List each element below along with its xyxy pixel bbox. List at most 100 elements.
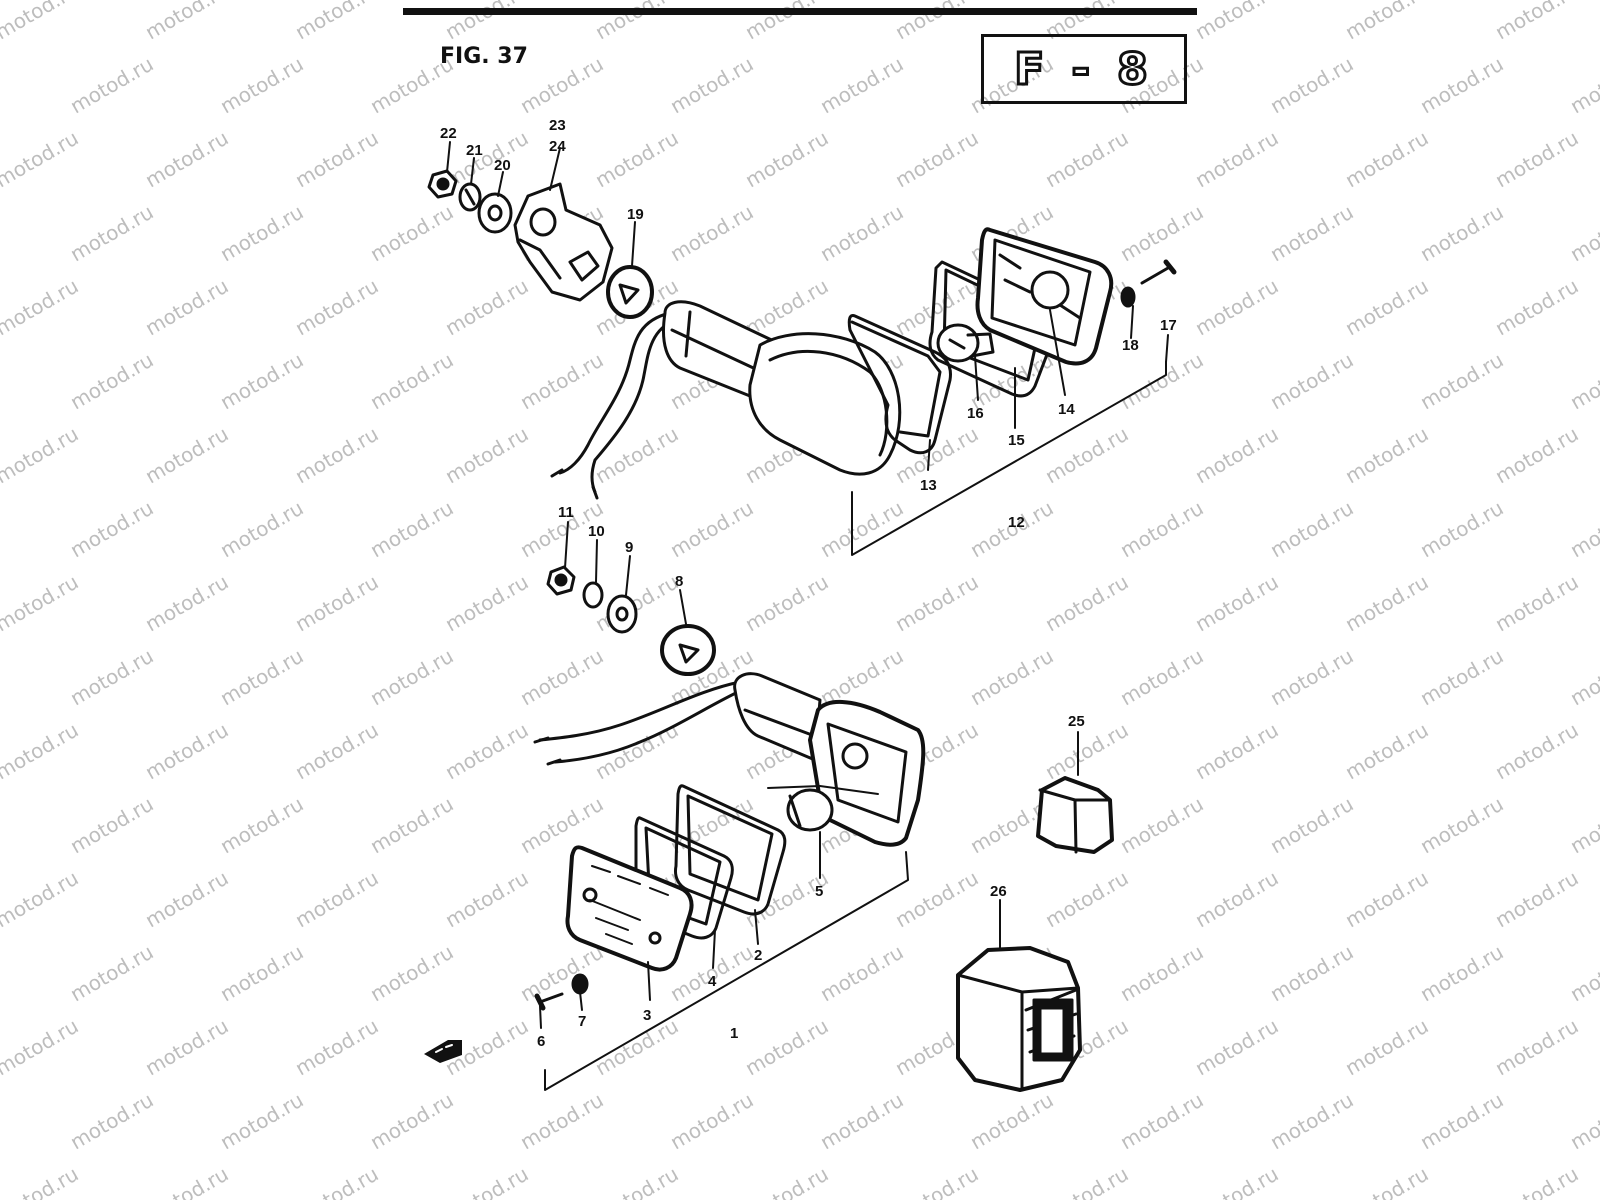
watermark-text: motod.ru xyxy=(741,570,832,637)
watermark-text: motod.ru xyxy=(1266,792,1357,859)
watermark-text: motod.ru xyxy=(216,52,307,119)
watermark-text: motod.ru xyxy=(666,792,757,859)
turn-signal-housing-lower xyxy=(733,672,926,847)
watermark-text: motod.ru xyxy=(1341,274,1432,341)
watermark-text: motod.ru xyxy=(291,274,382,341)
watermark-text: motod.ru xyxy=(1266,52,1357,119)
watermark-text: motod.ru xyxy=(66,940,157,1007)
watermark-text: motod.ru xyxy=(1341,0,1432,44)
watermark-text: motod.ru xyxy=(1191,866,1282,933)
watermark-text: motod.ru xyxy=(66,1088,157,1155)
watermark-text: motod.ru xyxy=(1266,496,1357,563)
watermark-text: motod.ru xyxy=(666,200,757,267)
part-label-6: 6 xyxy=(537,1033,545,1050)
wires-upper xyxy=(550,311,677,500)
watermark-text: motod.ru xyxy=(141,1014,232,1081)
watermark-text: motod.ru xyxy=(366,940,457,1007)
watermark-text: motod.ru xyxy=(141,1162,232,1200)
bracket-23-24 xyxy=(513,182,614,302)
watermark-text: motod.ru xyxy=(1566,200,1600,267)
page-code: F - 8 xyxy=(1013,42,1154,96)
relay-25 xyxy=(1036,776,1114,854)
watermark-text: motod.ru xyxy=(816,496,907,563)
watermark-text: motod.ru xyxy=(1191,718,1282,785)
watermark-text: motod.ru xyxy=(1041,570,1132,637)
grommet-8 xyxy=(660,624,716,676)
watermark-text: motod.ru xyxy=(0,866,82,933)
lock-washer-21 xyxy=(458,182,482,212)
watermark-text: motod.ru xyxy=(591,1162,682,1200)
watermark-text: motod.ru xyxy=(0,0,82,44)
washer-18 xyxy=(1120,286,1136,308)
watermark-text: motod.ru xyxy=(0,570,82,637)
watermark-text: motod.ru xyxy=(291,1162,382,1200)
watermark-text: motod.ru xyxy=(1191,126,1282,193)
watermark-text: motod.ru xyxy=(891,866,982,933)
watermark-text: motod.ru xyxy=(516,52,607,119)
watermark-text: motod.ru xyxy=(591,0,682,44)
watermark-text: motod.ru xyxy=(66,644,157,711)
watermark-text: motod.ru xyxy=(1191,570,1282,637)
watermark-text: motod.ru xyxy=(1266,644,1357,711)
watermark-text: motod.ru xyxy=(1116,496,1207,563)
watermark-text: motod.ru xyxy=(1341,1162,1432,1200)
watermark-text: motod.ru xyxy=(216,200,307,267)
part-label-4: 4 xyxy=(708,973,717,990)
watermark-text: motod.ru xyxy=(1116,1088,1207,1155)
watermark-text: motod.ru xyxy=(1491,0,1582,44)
bulb-5 xyxy=(786,788,834,832)
flasher-relay-26 xyxy=(956,946,1082,1092)
watermark-text: motod.ru xyxy=(141,718,232,785)
watermark-text: motod.ru xyxy=(1566,940,1600,1007)
watermark-text: motod.ru xyxy=(441,570,532,637)
watermark-text: motod.ru xyxy=(141,126,232,193)
part-label-10: 10 xyxy=(588,523,605,540)
watermark-text: motod.ru xyxy=(516,940,607,1007)
leader-lines xyxy=(446,141,1169,1091)
watermark-text: motod.ru xyxy=(1566,496,1600,563)
part-label-14: 14 xyxy=(1058,401,1075,418)
watermark-text: motod.ru xyxy=(1416,52,1507,119)
watermark-text: motod.ru xyxy=(816,200,907,267)
watermark-text: motod.ru xyxy=(891,126,982,193)
lock-washer-10 xyxy=(582,581,604,609)
watermark-text: motod.ru xyxy=(1041,866,1132,933)
part-label-18: 18 xyxy=(1122,337,1139,354)
watermark-text: motod.ru xyxy=(591,126,682,193)
watermark-text: motod.ru xyxy=(1191,1014,1282,1081)
watermark-text: motod.ru xyxy=(216,940,307,1007)
watermark-text: motod.ru xyxy=(666,52,757,119)
watermark-text: motod.ru xyxy=(66,496,157,563)
grommet-19 xyxy=(606,265,654,319)
watermark-text: motod.ru xyxy=(66,52,157,119)
part-label-20: 20 xyxy=(494,157,511,174)
watermark-text: motod.ru xyxy=(666,1088,757,1155)
watermark-text: motod.ru xyxy=(1416,496,1507,563)
watermark-text: motod.ru xyxy=(291,570,382,637)
watermark-text: motod.ru xyxy=(816,940,907,1007)
watermark-text: motod.ru xyxy=(366,200,457,267)
washer-20 xyxy=(477,192,513,234)
watermark-text: motod.ru xyxy=(816,1088,907,1155)
part-label-8: 8 xyxy=(675,573,683,590)
watermark-text: motod.ru xyxy=(591,1014,682,1081)
part-label-7: 7 xyxy=(578,1013,586,1030)
watermark-text: motod.ru xyxy=(1491,274,1582,341)
watermark-text: motod.ru xyxy=(0,1162,82,1200)
watermark-text: motod.ru xyxy=(1341,126,1432,193)
watermark-text: motod.ru xyxy=(141,422,232,489)
watermark-text: motod.ru xyxy=(1341,866,1432,933)
watermark-text: motod.ru xyxy=(291,866,382,933)
watermark-text: motod.ru xyxy=(216,496,307,563)
part-label-16: 16 xyxy=(967,405,984,422)
watermark-text: motod.ru xyxy=(216,348,307,415)
watermark-text: motod.ru xyxy=(1416,792,1507,859)
part-label-13: 13 xyxy=(920,477,937,494)
watermark-text: motod.ru xyxy=(1491,1162,1582,1200)
watermark-text: motod.ru xyxy=(1266,348,1357,415)
watermark-text: motod.ru xyxy=(1266,1088,1357,1155)
watermark-text: motod.ru xyxy=(66,348,157,415)
watermark-text: motod.ru xyxy=(0,126,82,193)
watermark-text: motod.ru xyxy=(1266,200,1357,267)
